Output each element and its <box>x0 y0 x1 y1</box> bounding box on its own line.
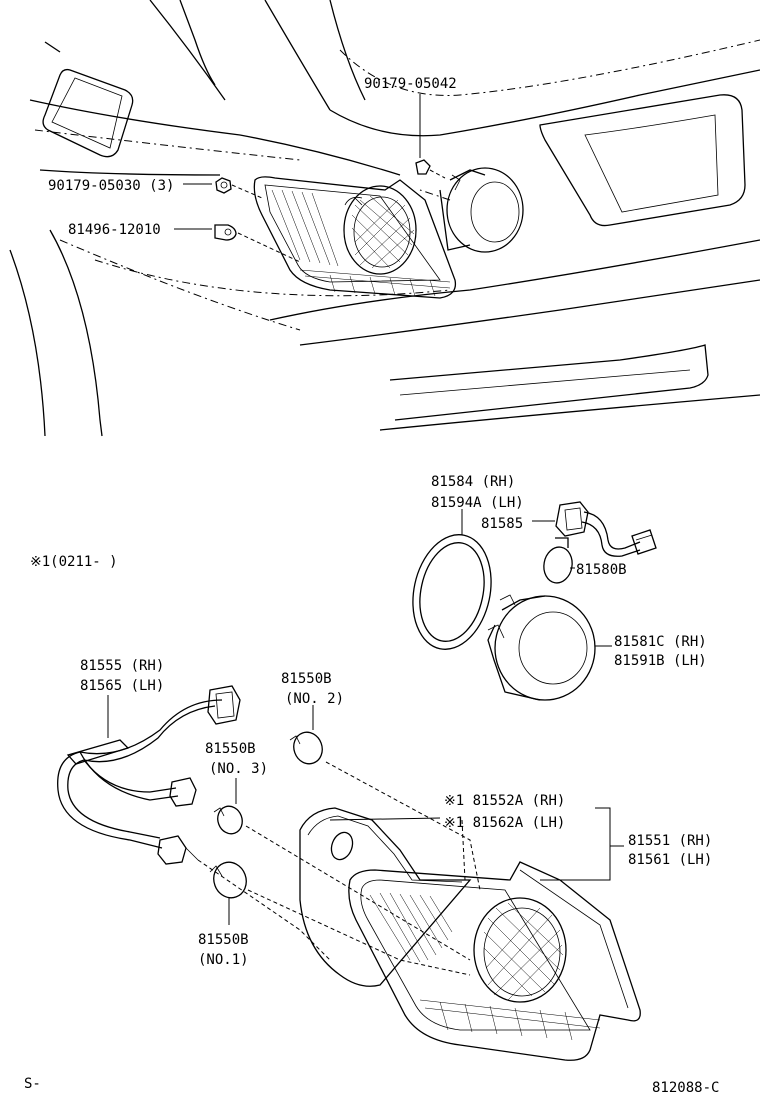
label-81562a: ※1 81562A (LH) <box>444 815 565 831</box>
footer-left: S- <box>24 1076 41 1092</box>
label-81550b-no3: 81550B <box>205 741 256 757</box>
label-81561: 81561 (LH) <box>628 852 712 868</box>
label-81584: 81584 (RH) <box>431 474 515 490</box>
label-81550b-no2-sub: (NO. 2) <box>285 691 344 707</box>
label-81551: 81551 (RH) <box>628 833 712 849</box>
label-81550b-no1: 81550B <box>198 932 249 948</box>
label-90179-05030: 90179-05030 (3) <box>48 178 174 194</box>
label-81581c: 81581C (RH) <box>614 634 707 650</box>
label-81550b-no3-sub: (NO. 3) <box>209 761 268 777</box>
label-81550b-no1-sub: (NO.1) <box>198 952 249 968</box>
label-81580b: 81580B <box>576 562 627 578</box>
label-81555: 81555 (RH) <box>80 658 164 674</box>
vehicle-rear-body <box>9 0 760 437</box>
label-90179-05042: 90179-05042 <box>364 76 457 92</box>
label-81550b-no2: 81550B <box>281 671 332 687</box>
label-81496-12010: 81496-12010 <box>68 222 161 238</box>
label-81585: 81585 <box>481 516 523 532</box>
label-81591b: 81591B (LH) <box>614 653 707 669</box>
label-81565: 81565 (LH) <box>80 678 164 694</box>
tail-lamp-assembly <box>299 807 641 1061</box>
label-81552a: ※1 81552A (RH) <box>444 793 565 809</box>
wire-harness <box>57 685 323 899</box>
backup-lamp-assembly <box>412 501 657 701</box>
footer-diagram-code: 812088-C <box>652 1080 719 1096</box>
note-1: ※1(0211- ) <box>30 554 118 570</box>
label-81594a: 81594A (LH) <box>431 495 524 511</box>
